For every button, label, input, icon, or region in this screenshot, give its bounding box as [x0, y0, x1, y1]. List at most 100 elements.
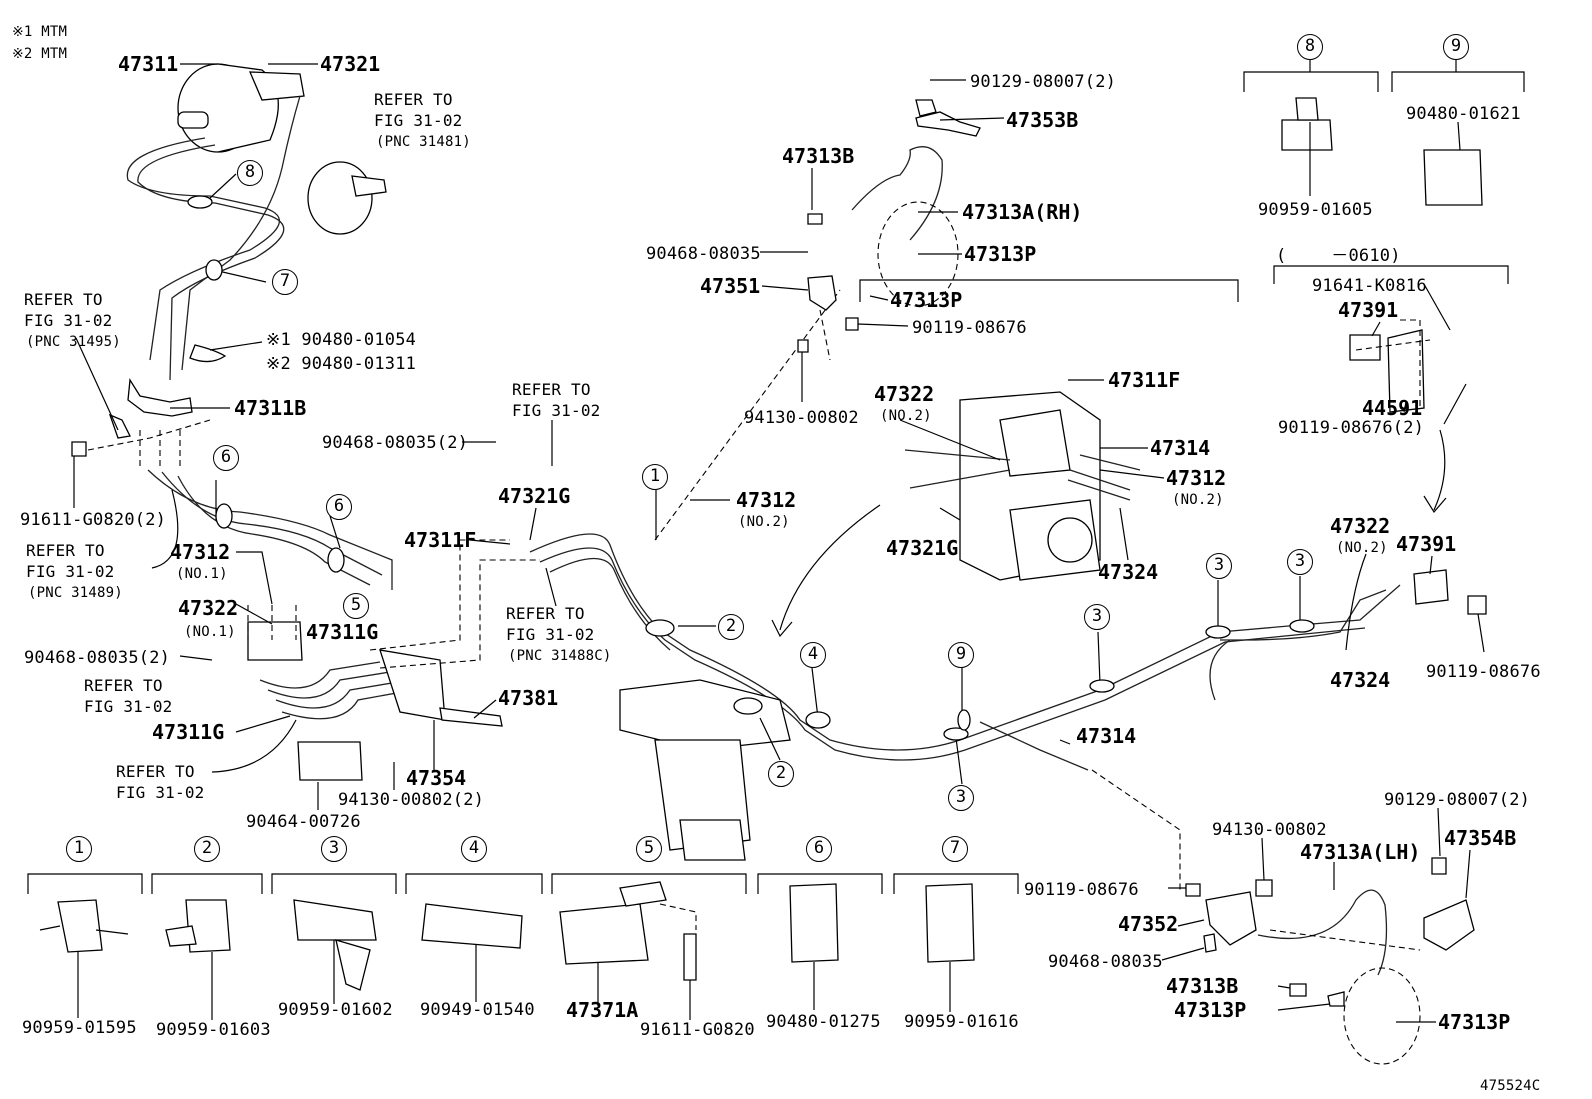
refer-7: REFER TO — [506, 604, 585, 623]
callout-9-top: 9 — [1443, 34, 1469, 60]
label-94130-00802-2: 94130-00802(2) — [338, 790, 485, 810]
label-90959-01603: 90959-01603 — [156, 1020, 271, 1040]
callout-3-box: 3 — [321, 836, 347, 862]
refer-4b: FIG 31-02 — [84, 697, 173, 716]
refer-1: REFER TO — [374, 90, 453, 109]
master-cylinder-drawing — [177, 63, 305, 153]
refer-5b: FIG 31-02 — [116, 783, 205, 802]
label-47313A-LH: 47313A(LH) — [1300, 840, 1421, 864]
label-47391-a: 47391 — [1338, 298, 1399, 322]
label-47311F-a: 47311F — [404, 528, 477, 552]
label-47324-a: 47324 — [1098, 560, 1159, 584]
label-47311F-b: 47311F — [1108, 368, 1181, 392]
label-47321G-b: 47321G — [886, 536, 959, 560]
label-47324-b: 47324 — [1330, 668, 1391, 692]
callout-8-top: 8 — [1297, 34, 1323, 60]
label-47351: 47351 — [700, 274, 761, 298]
callout-3-a: 3 — [948, 785, 974, 811]
label-47313P-c: 47313P — [1174, 998, 1247, 1022]
refer-2: REFER TO — [24, 290, 103, 309]
callout-6-a: 6 — [213, 445, 239, 471]
label-47313P-b: 47313P — [890, 288, 963, 312]
actuator-inset-drawing — [959, 391, 1101, 581]
callout-6-box: 6 — [806, 836, 832, 862]
callout-4: 4 — [800, 642, 826, 668]
label-90959-01616: 90959-01616 — [904, 1012, 1019, 1032]
label-47353B: 47353B — [1006, 108, 1079, 132]
refer-1c: (PNC 31481) — [376, 134, 471, 150]
label-90119-08676-c: 90119-08676 — [1024, 880, 1139, 900]
label-47322-no2-a: 47322 — [874, 382, 935, 406]
label-90129-08007-2b: 90129-08007(2) — [1384, 790, 1531, 810]
label-47313P-a: 47313P — [964, 242, 1037, 266]
label-47313B-b: 47313B — [1166, 974, 1239, 998]
note-1: ※1 MTM — [12, 24, 68, 40]
label-90129-08007-2a: 90129-08007(2) — [970, 72, 1117, 92]
label-no2-d: (NO.2) — [1336, 540, 1388, 556]
label-47321G: 47321G — [498, 484, 571, 508]
label-47314-a: 47314 — [1150, 436, 1211, 460]
label-47313P-d: 47313P — [1438, 1010, 1511, 1034]
label-94130-00802-a: 94130-00802 — [744, 408, 859, 428]
callout-3-c: 3 — [1206, 553, 1232, 579]
callout-2-box: 2 — [194, 836, 220, 862]
refer-3b: FIG 31-02 — [26, 562, 115, 581]
callout-2-b: 2 — [768, 761, 794, 787]
label-47354B: 47354B — [1444, 826, 1517, 850]
callout-7: 7 — [272, 269, 298, 295]
callout-1-box: 1 — [66, 836, 92, 862]
label-47311G-a: 47311G — [306, 620, 379, 644]
label-90119-08676-a: 90119-08676 — [912, 318, 1027, 338]
refer-4: REFER TO — [84, 676, 163, 695]
refer-7b: FIG 31-02 — [506, 625, 595, 644]
label-47314-b: 47314 — [1076, 724, 1137, 748]
callout-3-b: 3 — [1084, 604, 1110, 630]
label-91611-G0820-2: 91611-G0820(2) — [20, 510, 167, 530]
label-90480-01275: 90480-01275 — [766, 1012, 881, 1032]
label-90480-01311: ※2 90480-01311 — [266, 354, 417, 374]
label-90119-08676-b: 90119-08676 — [1426, 662, 1541, 682]
refer-3: REFER TO — [26, 541, 105, 560]
callout-5-box: 5 — [636, 836, 662, 862]
refer-6: REFER TO — [512, 380, 591, 399]
label-47313B-a: 47313B — [782, 144, 855, 168]
label-no1-a: (NO.1) — [176, 566, 228, 582]
figure-number: 475524C — [1480, 1078, 1541, 1094]
label-90480-01621: 90480-01621 — [1406, 104, 1521, 124]
label-90468-08035-2b: 90468-08035(2) — [322, 433, 469, 453]
label-47312-no2-a: 47312 — [736, 488, 797, 512]
callout-1: 1 — [642, 464, 668, 490]
refer-3c: (PNC 31489) — [28, 585, 123, 601]
label-90959-01595: 90959-01595 — [22, 1018, 137, 1038]
label-47312-no2-b: 47312 — [1166, 466, 1227, 490]
label-range-0610: ( －0610) — [1276, 246, 1401, 266]
callout-5: 5 — [343, 593, 369, 619]
refer-7c: (PNC 31488C) — [508, 648, 612, 664]
label-90468-08035-b: 90468-08035 — [1048, 952, 1163, 972]
refer-1b: FIG 31-02 — [374, 111, 463, 130]
label-94130-00802-b: 94130-00802 — [1212, 820, 1327, 840]
label-no2-b: (NO.2) — [880, 408, 932, 424]
label-90468-08035-2a: 90468-08035(2) — [24, 648, 171, 668]
label-47321: 47321 — [320, 52, 381, 76]
refer-5: REFER TO — [116, 762, 195, 781]
label-47381: 47381 — [498, 686, 559, 710]
label-47311: 47311 — [118, 52, 179, 76]
label-47352: 47352 — [1118, 912, 1179, 936]
label-90480-01054: ※1 90480-01054 — [266, 330, 417, 350]
label-no2-a: (NO.2) — [738, 514, 790, 530]
refer-2b: FIG 31-02 — [24, 311, 113, 330]
label-47322-no1: 47322 — [178, 596, 239, 620]
abs-actuator-drawing — [619, 679, 791, 861]
label-47391-b: 47391 — [1396, 532, 1457, 556]
label-47371A: 47371A — [566, 998, 639, 1022]
label-47322-no2-b: 47322 — [1330, 514, 1391, 538]
callout-8: 8 — [237, 160, 263, 186]
note-2: ※2 MTM — [12, 46, 68, 62]
callout-4-box: 4 — [461, 836, 487, 862]
label-91611-G0820: 91611-G0820 — [640, 1020, 755, 1040]
label-91641-K0816: 91641-K0816 — [1312, 276, 1427, 296]
label-47311B: 47311B — [234, 396, 307, 420]
